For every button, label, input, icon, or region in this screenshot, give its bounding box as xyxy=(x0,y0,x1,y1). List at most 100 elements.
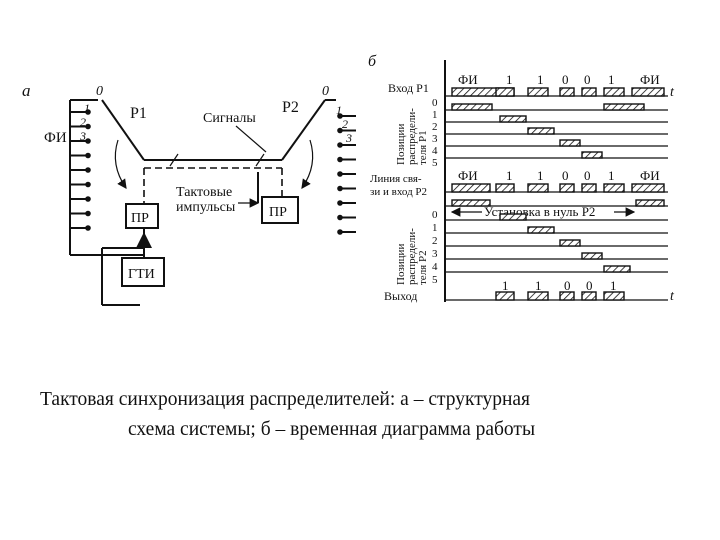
timing-pulse xyxy=(581,252,603,260)
timing-pulse xyxy=(495,183,515,193)
timing-pulse xyxy=(635,199,665,207)
right-contact-dot xyxy=(337,171,343,177)
gti-label: ГТИ xyxy=(128,267,155,282)
output-pulse-label: 0 xyxy=(586,278,593,293)
input-pulse-label: ФИ xyxy=(458,72,478,87)
line-pulse-label: 1 xyxy=(608,168,615,183)
time-label-top: t xyxy=(670,85,675,100)
line-break-left xyxy=(169,153,179,167)
position-number-p2: 0 xyxy=(432,209,438,221)
input-pulse-label: 1 xyxy=(608,72,615,87)
left-contact-dot xyxy=(85,225,91,231)
output-pulse-label: 1 xyxy=(610,278,617,293)
timing-pulse xyxy=(581,291,597,301)
timing-pulse xyxy=(527,87,549,97)
pr-left-label: ПР xyxy=(131,211,149,226)
left-contact-1: 1 xyxy=(84,101,90,115)
p2-rotation-arrow xyxy=(301,139,314,189)
position-number-p1: 3 xyxy=(432,133,438,145)
right-distributor-contacts: 0 1 2 3 xyxy=(322,84,356,235)
timing-pulse xyxy=(603,103,645,111)
left-contact-dot xyxy=(85,109,91,115)
timing-pulse xyxy=(451,183,491,193)
input-pulse-label: 1 xyxy=(506,72,513,87)
timing-pulse xyxy=(527,226,555,234)
left-contact-dot xyxy=(85,123,91,130)
left-contact-3: 3 xyxy=(79,129,86,143)
signals-pointer xyxy=(235,125,267,153)
diagram-b-label: б xyxy=(368,53,377,70)
time-label-bottom: t xyxy=(670,289,675,304)
line-pulse-label: 1 xyxy=(537,168,544,183)
timing-pulse xyxy=(451,199,491,207)
left-distributor-contacts: 0 1 2 3 ФИ xyxy=(44,84,145,256)
pr-right-label: ПР xyxy=(269,205,287,220)
timing-pulse xyxy=(603,265,631,273)
left-contact-dot xyxy=(85,210,91,217)
right-contact-dot xyxy=(337,214,343,221)
right-contact-dot xyxy=(337,127,343,134)
timing-rows xyxy=(445,95,668,301)
timing-pulse xyxy=(603,87,625,97)
left-contact-dot xyxy=(85,167,91,173)
timing-pulse xyxy=(559,183,575,193)
position-number-p2: 2 xyxy=(432,235,438,247)
position-number-p2: 4 xyxy=(432,261,438,273)
right-contact-dot xyxy=(337,200,343,206)
p1-switch-arm xyxy=(101,99,145,161)
timing-pulse xyxy=(581,183,597,193)
line-label-2: зи и вход Р2 xyxy=(370,186,427,198)
right-contact-dot xyxy=(337,156,343,163)
position-number-p2: 3 xyxy=(432,248,438,260)
line-pulse-label: 0 xyxy=(584,168,591,183)
position-number-p2: 1 xyxy=(432,222,438,234)
signals-label: Сигналы xyxy=(203,111,256,126)
timing-pulse xyxy=(527,183,549,193)
positions-p1-line-2: распредели- xyxy=(406,108,418,165)
line-break-right xyxy=(255,153,265,167)
positions-p2-line-3: теля Р2 xyxy=(417,250,429,285)
left-contact-0: 0 xyxy=(96,84,103,99)
line-pulse-label: ФИ xyxy=(458,168,478,183)
timing-pulse xyxy=(631,87,665,97)
positions-p1-line-1: Позиции xyxy=(395,124,407,165)
timing-pulse xyxy=(559,87,575,97)
left-contact-2: 2 xyxy=(80,115,86,129)
left-contact-dot xyxy=(85,196,91,202)
fi-label: ФИ xyxy=(44,130,67,146)
line-pulse-label: 0 xyxy=(562,168,569,183)
pr-right-box xyxy=(261,196,299,224)
left-contact-dot xyxy=(85,138,91,144)
line-pulse-label: 1 xyxy=(506,168,513,183)
output-label: Выход xyxy=(384,289,417,303)
p1-label: Р1 xyxy=(130,105,147,122)
line-pulse-label: ФИ xyxy=(640,168,660,183)
right-contact-3: 3 xyxy=(345,131,352,145)
position-number-p1: 0 xyxy=(432,97,438,109)
timing-pulse xyxy=(495,87,515,97)
caption-line-1: Тактовая синхронизация распределителей: … xyxy=(40,389,531,410)
input-pulse-label: ФИ xyxy=(640,72,660,87)
position-number-p2: 5 xyxy=(432,274,438,286)
timing-pulse xyxy=(559,291,575,301)
timing-pulse xyxy=(499,115,527,123)
right-contact-1: 1 xyxy=(336,103,342,117)
input-pulse-label: 0 xyxy=(562,72,569,87)
pr-left-box xyxy=(125,203,159,229)
timing-pulse xyxy=(581,87,597,97)
position-number-p1: 1 xyxy=(432,109,438,121)
output-pulse-label: 1 xyxy=(535,278,542,293)
timing-pulse xyxy=(499,213,527,221)
timing-pulse xyxy=(581,151,603,159)
gti-box xyxy=(121,257,165,287)
input-pulse-label: 0 xyxy=(584,72,591,87)
caption-line-2: схема системы; б – временная диаграмма р… xyxy=(128,419,536,440)
position-number-p1: 4 xyxy=(432,145,438,157)
p1-rotation-arrow xyxy=(114,139,127,189)
timing-pulse xyxy=(559,139,581,147)
timing-pulse xyxy=(495,291,515,301)
positions-p1-label: Позиции распредели- теля Р1 xyxy=(395,108,429,165)
left-contact-dot xyxy=(85,181,91,188)
